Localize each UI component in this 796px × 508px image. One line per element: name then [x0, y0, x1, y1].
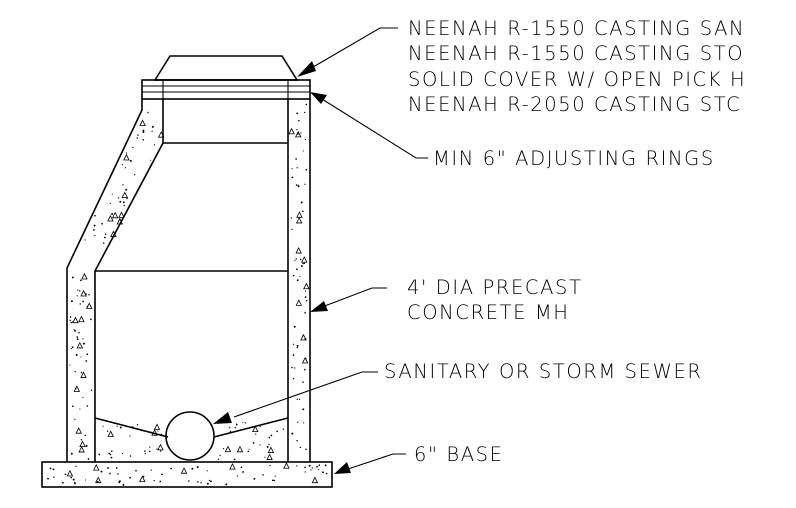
casting-line-1: NEENAH R-1550 CASTING SAN	[408, 17, 745, 40]
rings-label: MIN 6" ADJUSTING RINGS	[433, 147, 715, 170]
base-label: 6" BASE	[414, 443, 504, 466]
base-slab	[41, 461, 333, 488]
casting-arrowhead	[297, 61, 316, 77]
casting-callout: NEENAH R-1550 CASTING SAN NEENAH R-1550 …	[408, 17, 746, 116]
casting-line-3: SOLID COVER W/ OPEN PICK H	[408, 68, 746, 91]
base-arrowhead	[334, 462, 351, 474]
concrete-texture	[47, 103, 328, 486]
manhole-callout: 4' DIA PRECAST CONCRETE MH	[407, 276, 583, 324]
manhole-line-2: CONCRETE MH	[407, 301, 570, 324]
manhole-walls	[66, 99, 311, 462]
sewer-arrowhead	[213, 412, 232, 424]
manhole-arrowhead	[310, 301, 328, 312]
adjusting-rings	[141, 79, 311, 100]
sewer-pipe	[165, 411, 215, 461]
manhole-line-1: 4' DIA PRECAST	[407, 276, 583, 299]
casting-line-4: NEENAH R-2050 CASTING STC	[408, 93, 741, 116]
rings-arrowhead	[310, 92, 327, 104]
bench-invert	[94, 417, 289, 438]
sewer-label: SANITARY OR STORM SEWER	[384, 360, 703, 383]
casting-line-2: NEENAH R-1550 CASTING STO	[408, 42, 744, 65]
leader-lines	[213, 27, 428, 474]
casting-frame	[153, 55, 299, 81]
